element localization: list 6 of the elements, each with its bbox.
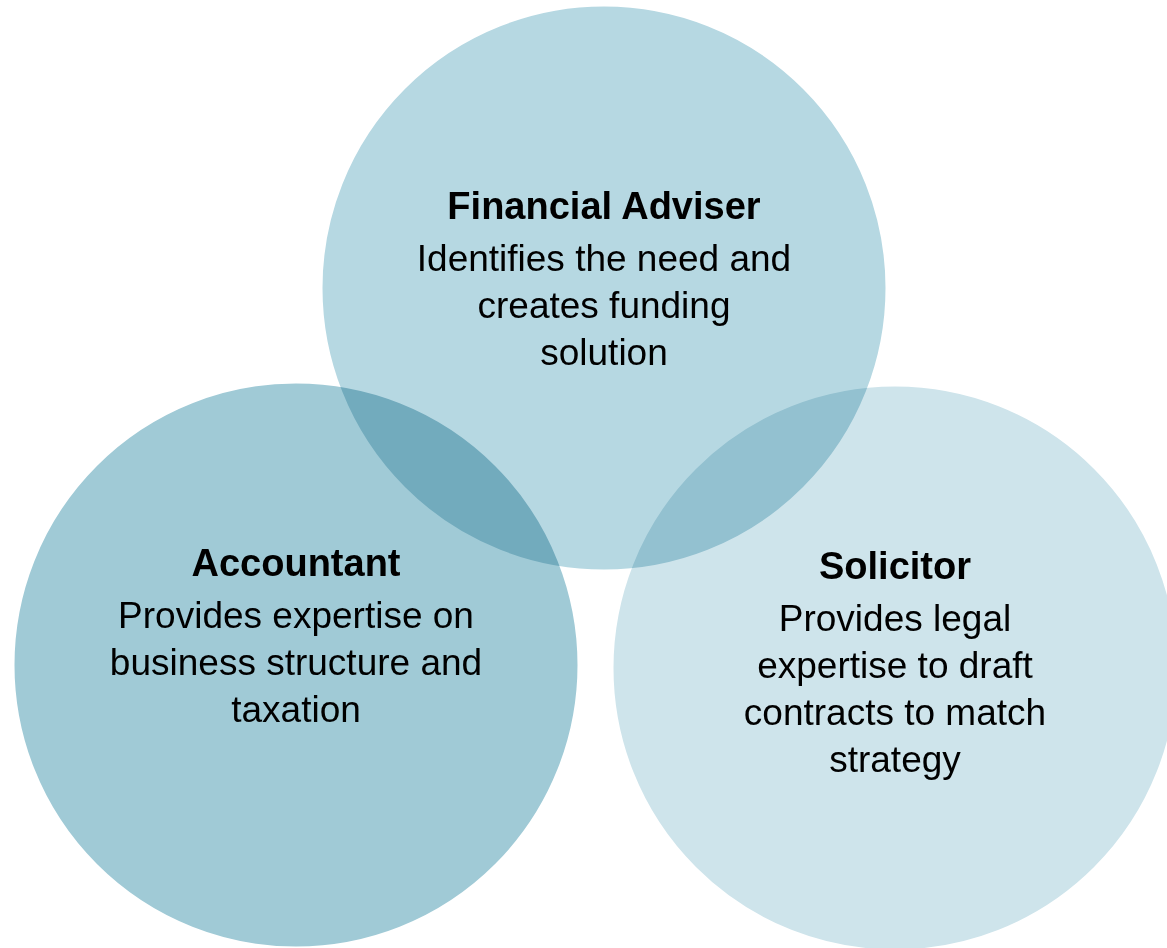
circle-heading: Solicitor [819, 544, 971, 589]
circle-description: Provides legal expertise to draft contracts to match strategy [742, 597, 1048, 782]
circle-heading: Accountant [191, 541, 401, 586]
circle-heading: Financial Adviser [447, 184, 761, 229]
circle-description: Provides expertise on business structure and taxation [108, 594, 484, 732]
circle-description: Identifies the need and creates funding solution [415, 237, 793, 375]
